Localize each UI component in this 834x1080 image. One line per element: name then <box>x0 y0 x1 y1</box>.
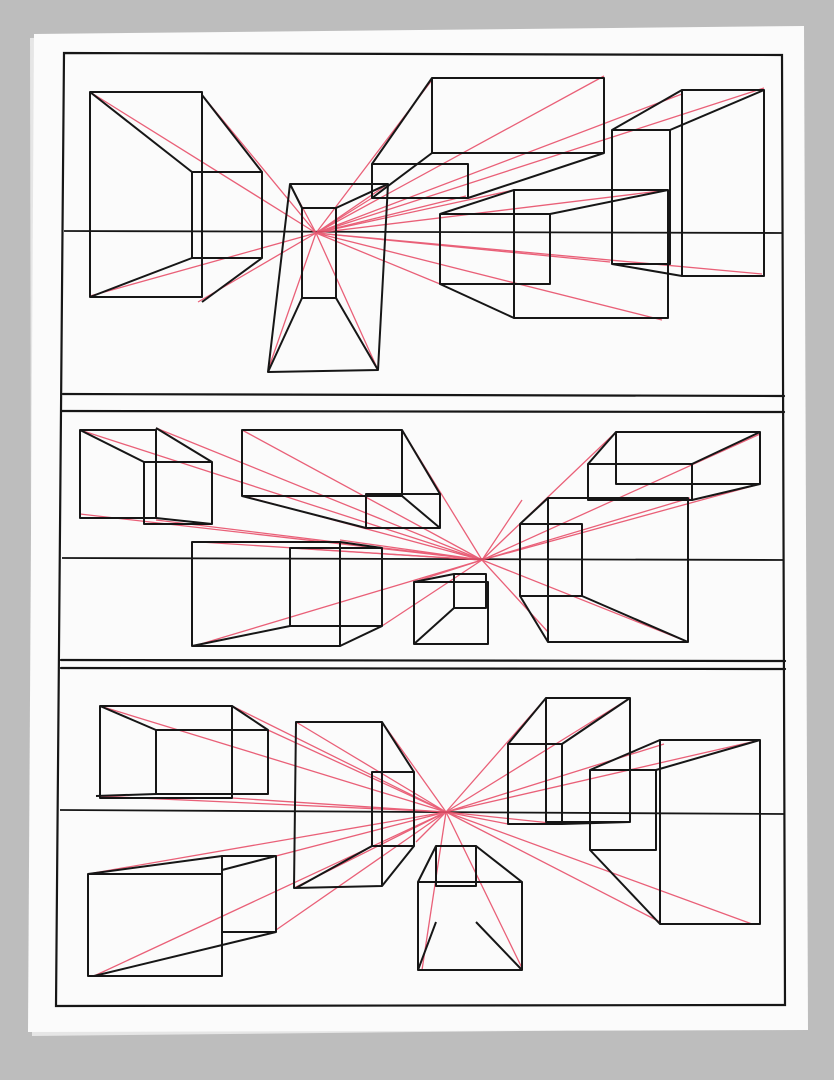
panel-2-boxes <box>79 427 761 647</box>
horizon-lines <box>59 230 785 815</box>
panel-3-boxes <box>87 697 761 977</box>
panel-1-boxes <box>89 77 765 373</box>
panel-frames <box>54 51 787 1008</box>
